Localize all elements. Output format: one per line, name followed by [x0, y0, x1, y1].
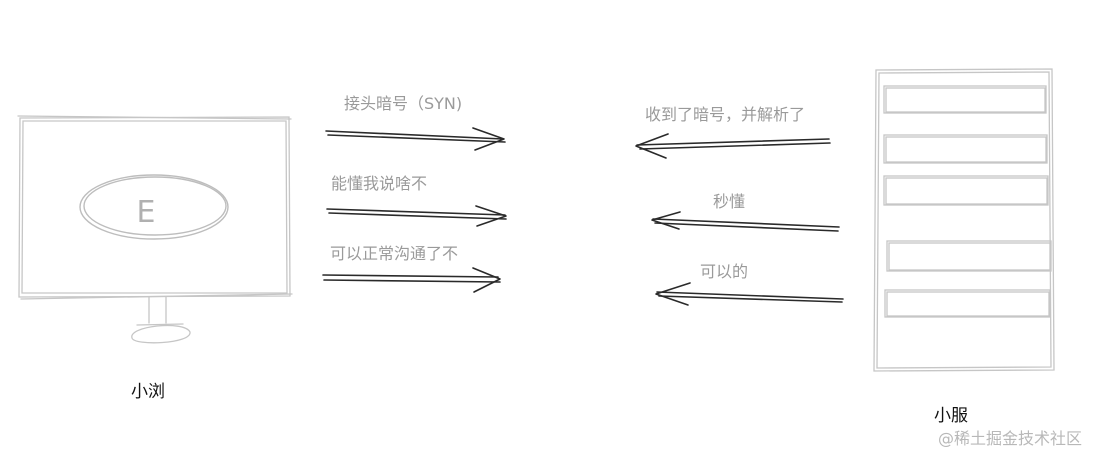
arrow-left-ok — [655, 282, 844, 306]
browser-logo-icon: E — [79, 174, 229, 240]
arrow-left-instant — [651, 211, 840, 232]
message-label-instant: 秒懂 — [713, 192, 746, 211]
arrow-right-communicate — [322, 267, 501, 293]
client-caption: 小浏 — [131, 382, 165, 402]
message-label-ok: 可以的 — [700, 262, 749, 281]
server-caption: 小服 — [934, 406, 968, 426]
arrow-left-parsed — [635, 133, 831, 159]
message-label-syn: 接头暗号（SYN) — [344, 94, 463, 113]
watermark: @稀土掘金技术社区 — [938, 429, 1083, 448]
client-monitor-icon — [17, 115, 293, 344]
message-label-parsed: 收到了暗号，并解析了 — [645, 105, 806, 124]
arrow-right-syn — [325, 127, 506, 151]
server-rack-icon — [873, 68, 1055, 372]
message-label-communicate: 可以正常沟通了不 — [330, 244, 459, 263]
message-label-understand: 能懂我说啥不 — [331, 174, 428, 193]
browser-logo-letter: E — [137, 195, 156, 230]
arrow-right-understand — [326, 205, 507, 227]
